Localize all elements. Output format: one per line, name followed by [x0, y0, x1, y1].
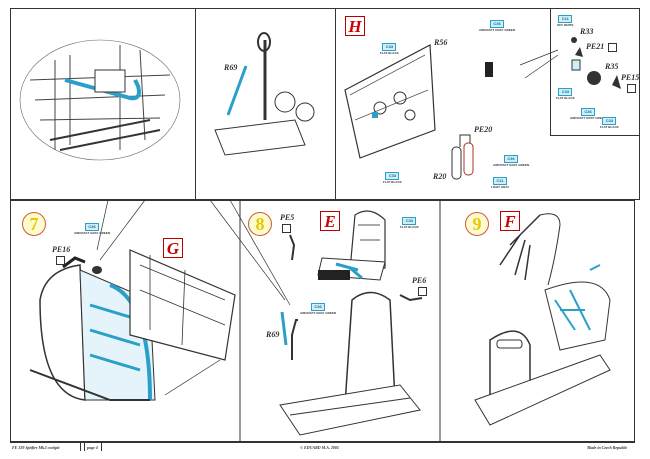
photo-etch-icon: [418, 287, 427, 296]
r69-blue-rod: [226, 65, 248, 116]
footer-kit-title: FE 339 Spitfire Mk.I cockpit: [12, 445, 60, 450]
footer-separator: [80, 443, 81, 451]
instrument-panel-h-drawing: [344, 44, 493, 180]
photo-etch-icon: [627, 84, 636, 93]
step9-cockpit-drawing: [474, 213, 611, 426]
step-number-9: 9: [465, 212, 489, 236]
step-number-7: 7: [22, 212, 46, 236]
section-label-g: G: [163, 238, 183, 258]
section-label-f: F: [500, 211, 520, 231]
section-label-h: H: [345, 16, 365, 36]
callout-line: [99, 199, 146, 261]
detail-frame-h-inset: [550, 8, 640, 136]
part-label-pe6: PE6: [412, 276, 427, 285]
footer-copyright: © EDUARD M.A. 2005: [300, 445, 339, 450]
step8-seat-drawing: [279, 210, 423, 436]
callout-line: [519, 49, 559, 66]
footer-rule: [10, 442, 635, 443]
part-label-pe20: PE20: [474, 125, 493, 134]
step-number-8: 8: [248, 212, 272, 236]
photo-etch-icon: [282, 224, 291, 233]
part-label-r20: R20: [433, 172, 447, 181]
part-label-pe5: PE5: [280, 213, 295, 222]
part-label-pe15: PE15: [621, 73, 640, 82]
part-label-r69: R69: [224, 63, 238, 72]
step7-fuselage-drawing: [29, 249, 236, 401]
callout-line: [524, 54, 559, 79]
part-label-pe21: PE21: [586, 42, 605, 51]
photo-etch-icon: [56, 256, 65, 265]
footer-page-number: page 4: [87, 445, 98, 450]
callout-line: [229, 199, 291, 306]
cockpit-frame-detail-drawing: [19, 39, 181, 161]
part-label-r69-step8: R69: [266, 330, 280, 339]
callout-line: [96, 199, 109, 251]
callout-line: [209, 199, 286, 301]
step-frame-7: [10, 200, 635, 442]
footer-made-in: Made in Czech Republic: [587, 445, 628, 450]
part-label-r33: R33: [580, 27, 594, 36]
part-label-r56: R56: [434, 38, 448, 47]
blue-pipe: [64, 78, 141, 101]
inset-parts-drawing: [571, 37, 621, 89]
part-label-pe16: PE16: [52, 245, 71, 254]
photo-etch-icon: [608, 43, 617, 52]
part-label-r35: R35: [605, 62, 619, 71]
footer-separator: [84, 443, 85, 451]
seat-mount-drawing: [214, 32, 315, 156]
section-label-e: E: [320, 211, 340, 231]
footer-separator: [101, 443, 102, 451]
